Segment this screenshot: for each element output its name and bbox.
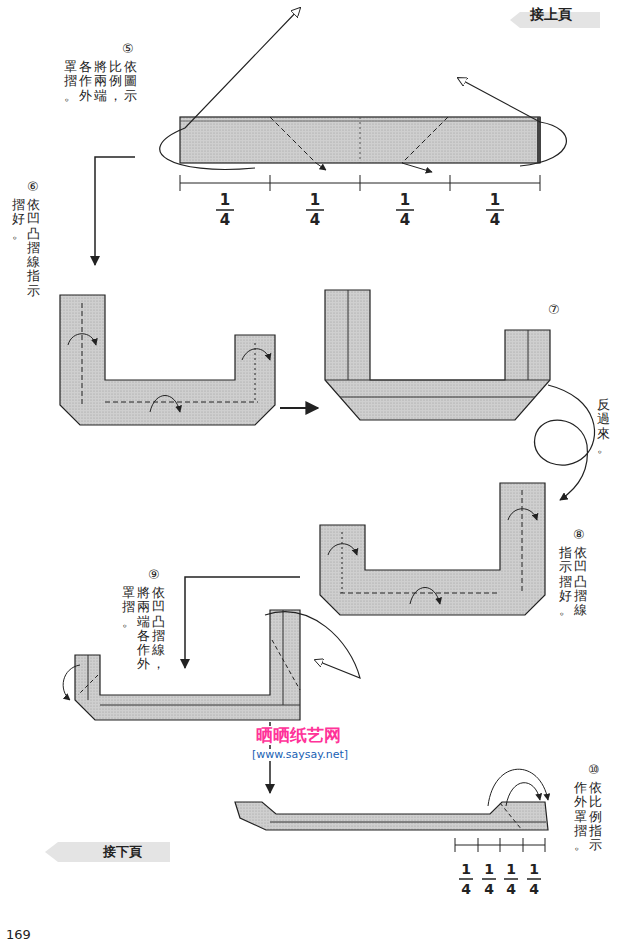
vertical-character: 線: [152, 643, 165, 657]
vertical-character: 凸: [27, 227, 40, 241]
fraction-numerator: 1: [490, 192, 500, 209]
vertical-character: 摺: [152, 629, 165, 643]
page-number: 169: [6, 928, 31, 942]
step-number: ⑥: [27, 180, 39, 194]
step-number: ⑧: [573, 528, 585, 542]
fraction-denominator: 4: [529, 882, 539, 897]
step-number: ⑤: [122, 42, 134, 56]
fraction-denominator: 4: [484, 882, 494, 897]
vertical-character: 例: [589, 810, 602, 824]
vertical-character: 凸: [152, 615, 165, 629]
vertical-character: 外: [79, 89, 92, 103]
fraction-numerator: 1: [506, 862, 516, 877]
vertical-character: 指: [27, 269, 40, 283]
vertical-character: 。: [64, 89, 77, 103]
vertical-character: 摺: [64, 74, 77, 88]
vertical-character: 依: [574, 546, 587, 560]
step-number: ⑦: [548, 303, 560, 317]
fraction-denominator: 4: [490, 212, 500, 229]
vertical-character: 線: [27, 255, 40, 269]
vertical-character: 摺: [574, 589, 587, 603]
vertical-character: 凹: [152, 600, 165, 614]
vertical-character: 外: [137, 657, 150, 671]
vertical-character: 好: [559, 589, 572, 603]
vertical-character: 好: [12, 212, 25, 226]
fraction-denominator: 4: [461, 882, 471, 897]
vertical-character: 來: [597, 427, 610, 441]
vertical-character: 摺: [574, 824, 587, 838]
vertical-character: 依: [124, 60, 137, 74]
vertical-character: 依: [152, 586, 165, 600]
vertical-character: 各: [79, 60, 92, 74]
vertical-character: 兩: [137, 600, 150, 614]
fraction-numerator: 1: [461, 862, 471, 877]
watermark-url: [www.saysay.net]: [250, 749, 350, 761]
fraction-numerator: 1: [310, 192, 320, 209]
vertical-character: 端: [137, 615, 150, 629]
vertical-character: 將: [137, 586, 150, 600]
vertical-character: 。: [597, 441, 610, 455]
step-number: ⑩: [588, 763, 600, 777]
instruction-text: 依凹凸摺線指示摺好。: [10, 198, 40, 298]
vertical-character: 摺: [12, 198, 25, 212]
vertical-character: 摺: [559, 575, 572, 589]
vertical-character: 示: [124, 89, 137, 103]
vertical-character: 外: [574, 795, 587, 809]
vertical-character: 作: [79, 74, 92, 88]
fraction-denominator: 4: [220, 212, 230, 229]
vertical-character: 比: [589, 795, 602, 809]
vertical-character: 依: [589, 781, 602, 795]
instruction-text: 依凹凸摺線指示摺好。: [557, 546, 587, 617]
vertical-character: 依: [27, 198, 40, 212]
vertical-character: 指: [559, 546, 572, 560]
vertical-character: 。: [12, 227, 25, 241]
vertical-character: 示: [589, 838, 602, 852]
instruction-text: 依圖示 比例， 將兩端 各作外 罩摺。: [62, 60, 137, 103]
vertical-character: 過: [597, 412, 610, 426]
vertical-character: ，: [152, 657, 165, 671]
step-number: ⑨: [148, 568, 160, 582]
vertical-character: 作: [137, 643, 150, 657]
vertical-character: 指: [589, 824, 602, 838]
fraction-numerator: 1: [400, 192, 410, 209]
continued-from: 接上頁: [530, 7, 572, 22]
fraction-denominator: 4: [310, 212, 320, 229]
fraction-denominator: 4: [400, 212, 410, 229]
vertical-character: 罩: [574, 810, 587, 824]
vertical-character: 罩: [64, 60, 77, 74]
vertical-character: 線: [574, 603, 587, 617]
instruction-text: 反過來。: [595, 398, 610, 455]
vertical-character: 例: [109, 74, 122, 88]
vertical-character: 凸: [574, 575, 587, 589]
fraction-numerator: 1: [484, 862, 494, 877]
vertical-character: 。: [559, 603, 572, 617]
vertical-character: 端: [94, 89, 107, 103]
vertical-character: 。: [122, 615, 135, 629]
vertical-character: 將: [94, 60, 107, 74]
vertical-character: 凹: [27, 212, 40, 226]
vertical-character: 。: [574, 838, 587, 852]
vertical-character: 示: [27, 284, 40, 298]
vertical-character: 兩: [94, 74, 107, 88]
vertical-character: 罩: [122, 586, 135, 600]
vertical-character: ，: [109, 89, 122, 103]
vertical-character: 示: [559, 560, 572, 574]
vertical-character: 凹: [574, 560, 587, 574]
fraction-denominator: 4: [506, 882, 516, 897]
vertical-character: 反: [597, 398, 610, 412]
vertical-character: 比: [109, 60, 122, 74]
vertical-character: 圖: [124, 74, 137, 88]
continued-on: 接下頁: [103, 845, 142, 859]
vertical-character: 摺: [27, 241, 40, 255]
instruction-text: 依比例指示 作外罩摺。: [572, 781, 602, 852]
vertical-character: 摺: [122, 600, 135, 614]
fraction-numerator: 1: [529, 862, 539, 877]
instruction-text: 依凹凸摺線，將兩端各作外罩摺。: [120, 586, 165, 672]
vertical-character: 各: [137, 629, 150, 643]
fraction-numerator: 1: [220, 192, 230, 209]
watermark: 晒晒纸艺网: [254, 726, 343, 745]
vertical-character: 作: [574, 781, 587, 795]
